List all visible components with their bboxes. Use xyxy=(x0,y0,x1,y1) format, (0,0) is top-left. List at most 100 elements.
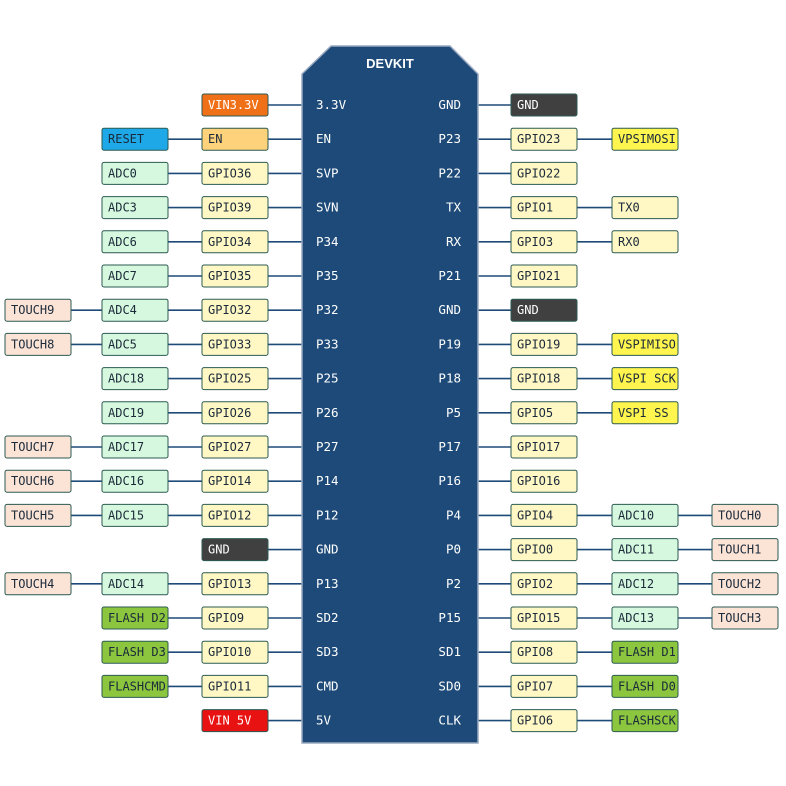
pin-box-bg xyxy=(4,572,72,596)
left-pin-label: P33 xyxy=(316,336,339,351)
pin-box-bg xyxy=(510,332,578,356)
pin-box-bg xyxy=(201,298,269,322)
pin-box-label: GPIO39 xyxy=(208,201,251,215)
pin-box-bg xyxy=(611,538,679,562)
pin-box-gpio0: GPIO0 xyxy=(510,538,578,562)
left-pin-label: P34 xyxy=(316,234,339,249)
pin-box-label: VSPI SS xyxy=(618,406,669,420)
pin-box-gnd: GND xyxy=(510,93,578,117)
pin-box-touch3: TOUCH3 xyxy=(711,606,779,630)
pin-box-label: ADC19 xyxy=(108,406,144,420)
pin-box-bg xyxy=(101,435,169,459)
pin-box-label: GPIO5 xyxy=(517,406,553,420)
pin-box-flashcmd: FLASHCMD xyxy=(101,674,169,698)
pin-box-gpio2: GPIO2 xyxy=(510,572,578,596)
pin-box-gpio10: GPIO10 xyxy=(201,640,269,664)
pin-box-label: ADC13 xyxy=(618,611,654,625)
right-pin-label: P5 xyxy=(446,405,461,420)
pin-box-label: RX0 xyxy=(618,235,640,249)
pin-box-bg xyxy=(201,640,269,664)
pin-box-label: ADC6 xyxy=(108,235,137,249)
pin-box-gpio15: GPIO15 xyxy=(510,606,578,630)
pin-box-touch8: TOUCH8 xyxy=(4,332,72,356)
pin-box-bg xyxy=(201,93,269,117)
board-pin-labels: 3.3VENSVPSVNP34P35P32P33P25P26P27P14P12G… xyxy=(316,97,461,728)
devkit-board xyxy=(301,45,479,744)
right-pin-label: P21 xyxy=(438,268,461,283)
pin-box-adc15: ADC15 xyxy=(101,503,169,527)
pin-box-label: FLASH D2 xyxy=(108,611,166,625)
pin-box-bg xyxy=(510,401,578,425)
pin-box-bg xyxy=(611,332,679,356)
left-pin-label: P27 xyxy=(316,439,339,454)
pin-box-gpio17: GPIO17 xyxy=(510,435,578,459)
pin-box-label: GND xyxy=(517,303,539,317)
left-pin-label: EN xyxy=(316,131,331,146)
pin-box-gpio27: GPIO27 xyxy=(201,435,269,459)
left-pin-label: SVP xyxy=(316,165,339,180)
pin-box-bg xyxy=(510,230,578,254)
pin-box-label: ADC16 xyxy=(108,474,144,488)
pin-box-label: ADC17 xyxy=(108,440,144,454)
pin-box-bg xyxy=(510,674,578,698)
pin-box-flash-d1: FLASH D1 xyxy=(611,640,679,664)
pin-box-label: TOUCH6 xyxy=(11,474,54,488)
pin-box-touch9: TOUCH9 xyxy=(4,298,72,322)
pin-box-label: GPIO0 xyxy=(517,543,553,557)
pin-box-adc11: ADC11 xyxy=(611,538,679,562)
pin-box-bg xyxy=(201,264,269,288)
pin-box-gpio21: GPIO21 xyxy=(510,264,578,288)
right-pin-label: P15 xyxy=(438,610,461,625)
pin-box-bg xyxy=(4,298,72,322)
pin-box-label: TOUCH8 xyxy=(11,337,54,351)
pin-box-bg xyxy=(101,161,169,185)
right-pin-label: P17 xyxy=(438,439,461,454)
pin-box-bg xyxy=(4,435,72,459)
pin-box-bg xyxy=(611,606,679,630)
pin-box-label: TOUCH2 xyxy=(718,577,761,591)
pin-box-gpio39: GPIO39 xyxy=(201,196,269,220)
right-pin-label: P2 xyxy=(446,576,461,591)
pin-box-bg xyxy=(101,572,169,596)
pin-box-label: TOUCH5 xyxy=(11,508,54,522)
right-pin-label: GND xyxy=(438,97,461,112)
pin-box-label: GPIO11 xyxy=(208,679,251,693)
right-pin-label: P16 xyxy=(438,473,461,488)
pin-box-gpio18: GPIO18 xyxy=(510,367,578,391)
pin-box-adc4: ADC4 xyxy=(101,298,169,322)
pin-box-label: GPIO36 xyxy=(208,166,251,180)
right-pin-label: SD0 xyxy=(438,678,461,693)
pin-box-label: ADC3 xyxy=(108,201,137,215)
connector-lines xyxy=(71,104,712,722)
pin-box-flash-d0: FLASH D0 xyxy=(611,674,679,698)
pin-box-bg xyxy=(4,503,72,527)
pin-box-adc19: ADC19 xyxy=(101,401,169,425)
pin-box-label: VPSIMOSI xyxy=(618,132,676,146)
pin-box-bg xyxy=(101,264,169,288)
pin-box-label: ADC4 xyxy=(108,303,137,317)
pin-box-adc14: ADC14 xyxy=(101,572,169,596)
pin-box-label: FLASH D1 xyxy=(618,645,676,659)
right-pin-label: RX xyxy=(446,234,462,249)
pin-box-bg xyxy=(201,709,269,733)
pin-box-touch2: TOUCH2 xyxy=(711,572,779,596)
pin-box-label: ADC18 xyxy=(108,372,144,386)
pin-box-bg xyxy=(611,674,679,698)
pin-box-label: ADC12 xyxy=(618,577,654,591)
pin-box-vspi-sck: VSPI SCK xyxy=(611,367,679,391)
pin-box-label: GPIO13 xyxy=(208,577,251,591)
pin-box-label: GPIO3 xyxy=(517,235,553,249)
pin-box-reset: RESET xyxy=(101,127,169,151)
pin-box-label: GPIO27 xyxy=(208,440,251,454)
right-pin-label: P18 xyxy=(438,371,461,386)
pin-box-gpio35: GPIO35 xyxy=(201,264,269,288)
pin-box-label: GPIO8 xyxy=(517,645,553,659)
pin-box-bg xyxy=(510,196,578,220)
pin-box-gpio36: GPIO36 xyxy=(201,161,269,185)
pin-box-label: GPIO22 xyxy=(517,166,560,180)
left-pin-label: P26 xyxy=(316,405,339,420)
left-pin-label: P12 xyxy=(316,507,339,522)
pin-box-bg xyxy=(101,230,169,254)
pin-box-label: FLASHSCK xyxy=(618,714,677,728)
pin-box-bg xyxy=(510,640,578,664)
